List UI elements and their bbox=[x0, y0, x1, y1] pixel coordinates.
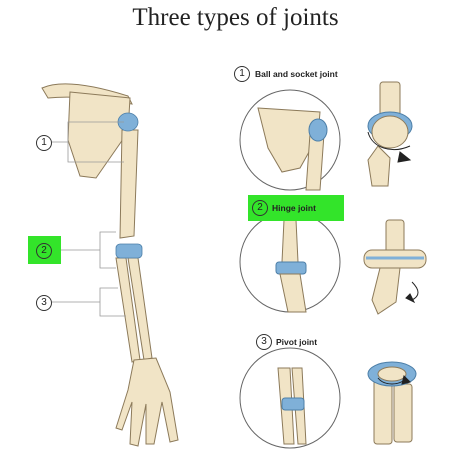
scapula bbox=[67, 91, 131, 179]
hinge-humerus bbox=[281, 219, 299, 263]
ball-socket-scapula bbox=[257, 107, 321, 173]
marker-1: 1 bbox=[36, 135, 52, 151]
pivot-label: Pivot joint bbox=[276, 337, 318, 347]
marker-3: 3 bbox=[36, 295, 52, 311]
ball-socket-label: Ball and socket joint bbox=[255, 69, 338, 79]
pivot-number: 3 bbox=[256, 334, 272, 350]
diagram-title: Three types of joints bbox=[132, 4, 339, 31]
hinge-label: Hinge joint bbox=[272, 203, 316, 213]
elbow-cartilage bbox=[115, 243, 143, 259]
marker-2: 2 bbox=[36, 243, 52, 259]
hinge-model bbox=[363, 219, 427, 315]
humerus bbox=[119, 129, 139, 239]
hinge-forearm bbox=[279, 273, 307, 313]
hinge-number: 2 bbox=[252, 200, 268, 216]
pivot-model bbox=[367, 361, 417, 445]
hand-bones bbox=[115, 357, 179, 447]
ball-socket-model bbox=[367, 81, 413, 187]
ball-socket-number: 1 bbox=[234, 66, 250, 82]
